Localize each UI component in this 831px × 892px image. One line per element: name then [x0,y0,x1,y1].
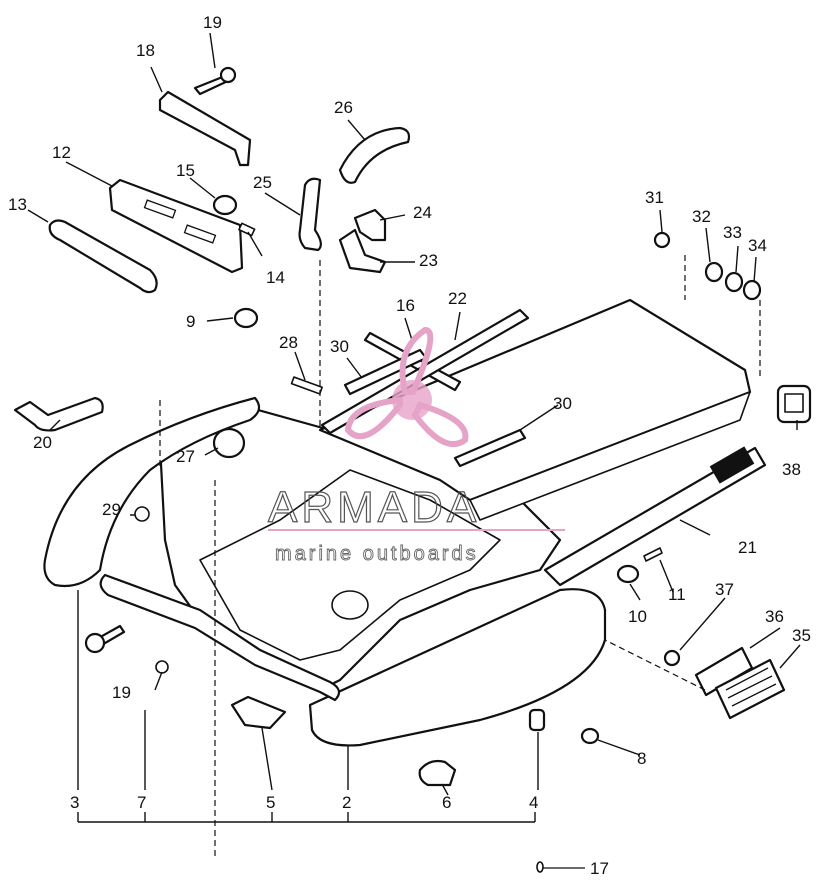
bracket-20 [13,396,104,432]
callout-6: 6 [442,793,451,812]
handle-13 [48,219,158,294]
callout-36: 36 [765,607,784,626]
callout-32: 32 [692,207,711,226]
washer-33 [724,271,744,293]
guide-lines [159,255,761,860]
screw-11 [643,547,663,562]
bolt-19-lower-head [84,632,106,654]
side-rail-left [99,573,341,702]
pin-17-head [536,861,544,873]
callout-17: 17 [590,859,609,878]
callout-10: 10 [628,607,647,626]
callout-labels: 19 18 26 12 15 25 13 24 23 14 31 32 33 3… [8,13,811,878]
callout-24: 24 [413,203,432,222]
callout-31: 31 [645,188,664,207]
watermark-propeller-hub [392,380,432,420]
callout-13: 13 [8,195,27,214]
washer-34 [742,279,762,301]
callout-5: 5 [266,793,275,812]
washer-32 [704,261,724,283]
bolt-31 [653,231,671,249]
callout-7: 7 [137,793,146,812]
bolt-19-head [219,66,237,84]
cap-27 [212,427,246,459]
callout-12: 12 [52,143,71,162]
watermark-propeller-blade-b [411,401,469,447]
callout-27: 27 [176,447,195,466]
tail-lamp-35 [714,658,786,720]
bracket-plate-12 [108,178,244,274]
callout-19-top: 19 [203,13,222,32]
callout-8: 8 [637,749,646,768]
lamp-38-lens [784,393,804,413]
callout-4: 4 [529,793,538,812]
hose-26 [338,126,411,184]
hose-25 [298,177,322,252]
bracket-18 [158,90,252,167]
bracket-slot-b [183,224,217,244]
callout-16: 16 [396,296,415,315]
bottom-group-bracket [77,812,536,823]
callout-30-lower: 30 [553,394,572,413]
rod-30-lower [453,428,527,468]
clamp-6 [418,759,457,787]
callout-22: 22 [448,289,467,308]
clip-14 [238,222,256,237]
knob-9 [233,307,259,329]
callout-38: 38 [782,460,801,479]
armada-watermark: ARMADA marine outboards [267,326,565,565]
callout-19-lower: 19 [112,683,131,702]
callout-37: 37 [715,580,734,599]
callout-14: 14 [266,268,285,287]
callout-26: 26 [334,98,353,117]
callout-25: 25 [253,173,272,192]
rear-tunnel-side [469,391,751,521]
pulley-opening [331,590,369,620]
chassis-inner-floor [199,469,501,661]
callout-34: 34 [748,236,767,255]
callout-23: 23 [419,251,438,270]
callout-35: 35 [792,626,811,645]
ring-29 [134,506,150,522]
lower-hull-shell [308,588,607,747]
callout-2: 2 [342,793,351,812]
grommet-15 [212,194,238,216]
shim-28 [290,376,323,395]
bracket-slot-a [143,199,177,219]
tail-lamp-35-lens [725,667,777,707]
callout-15: 15 [176,161,195,180]
watermark-propeller-blade-c [344,396,403,440]
bracket-5 [230,695,287,730]
side-panel-21 [543,446,767,587]
callout-18: 18 [136,41,155,60]
callout-3: 3 [70,793,79,812]
callout-21: 21 [738,538,757,557]
side-panel-decal [709,446,755,484]
nut-37 [663,649,681,667]
bracket-24 [353,208,387,242]
watermark-brand: ARMADA [268,483,480,532]
plug-8 [580,727,600,745]
callout-29: 29 [102,500,121,519]
callout-28: 28 [279,333,298,352]
callout-leaders [27,32,801,796]
watermark-propeller-blade-a [399,326,434,395]
callout-9: 9 [186,312,195,331]
grommet-10 [616,564,640,584]
callout-30-upper: 30 [330,337,349,356]
callout-20: 20 [33,433,52,452]
callout-11: 11 [668,585,686,604]
watermark-tagline: marine outboards [275,543,479,565]
washer-19-lower [155,660,169,674]
callout-33: 33 [723,223,742,242]
bushing-4 [528,708,546,732]
